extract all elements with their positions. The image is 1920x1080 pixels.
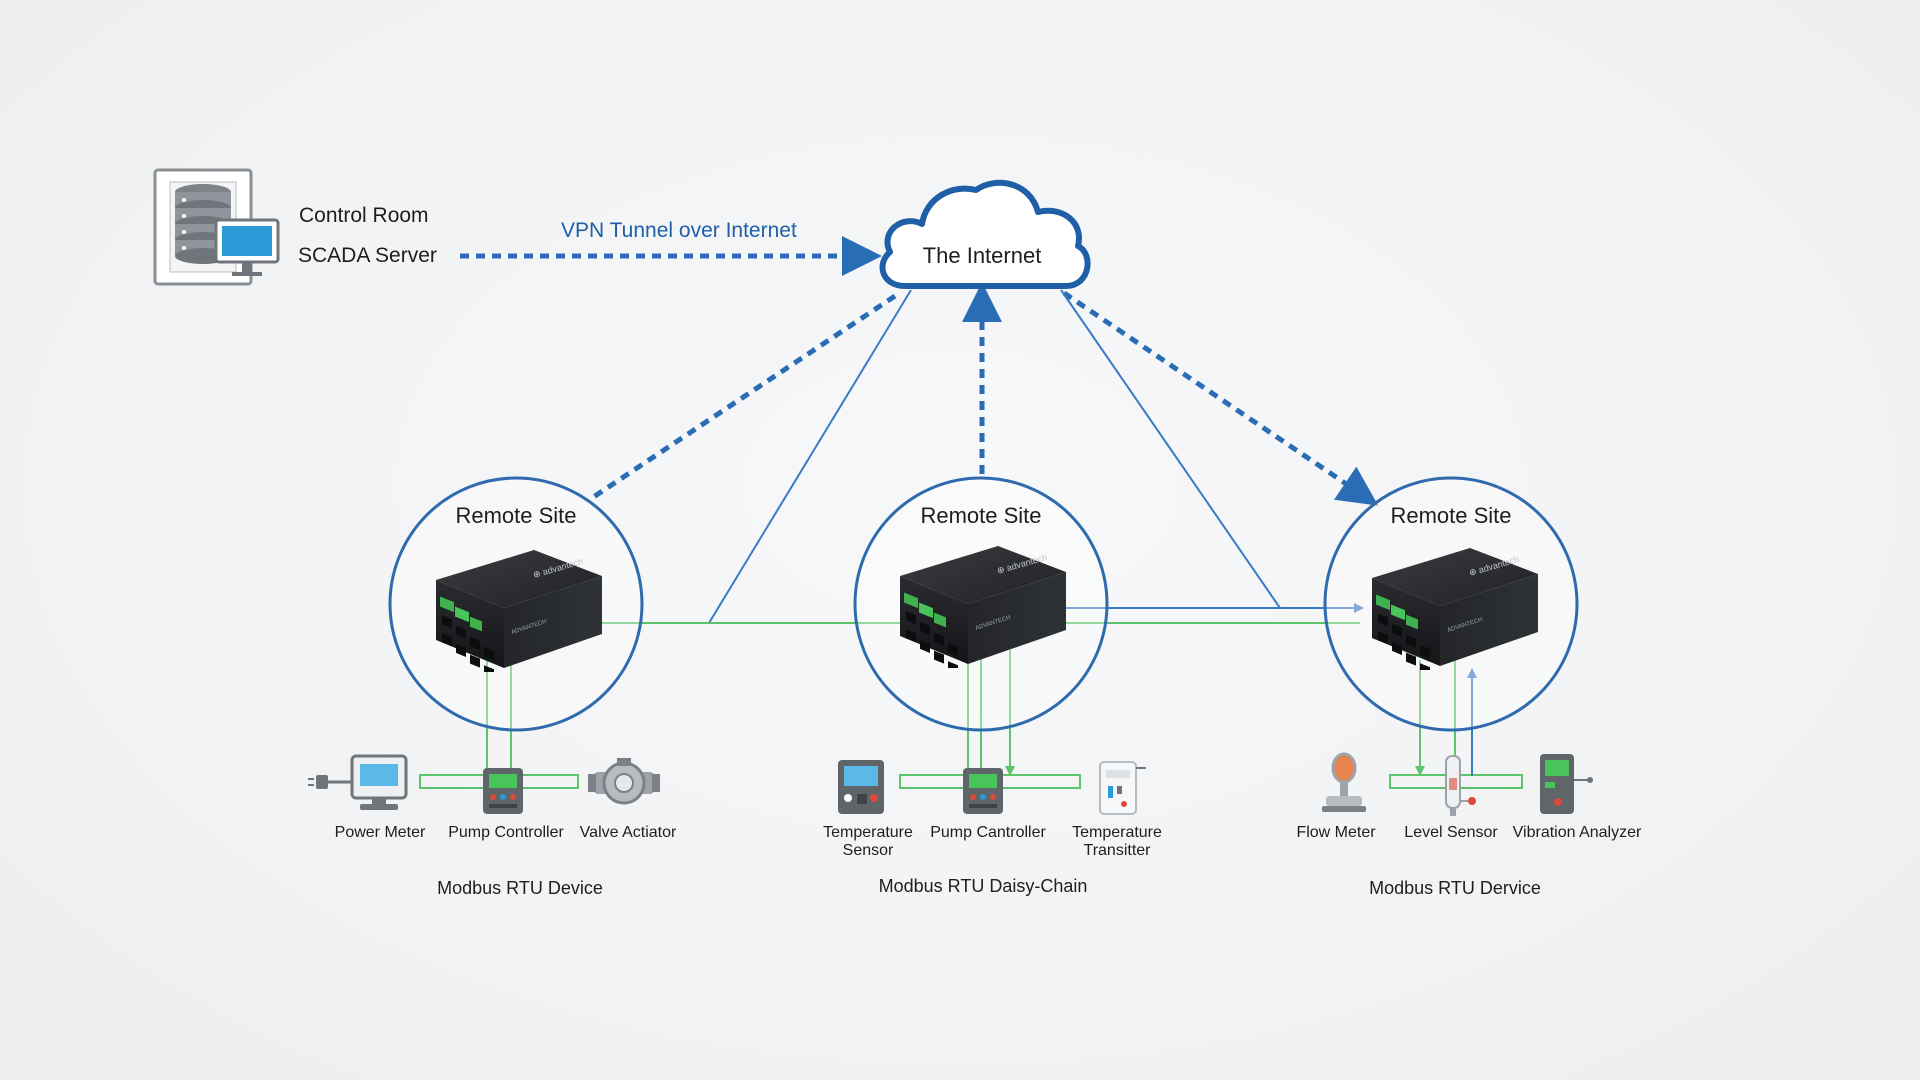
device-label: Temperature Transitter (1072, 824, 1162, 859)
remote-site-title: Remote Site (455, 503, 577, 528)
device-label: Pump Controller (448, 824, 564, 841)
remote-site-title: Remote Site (920, 503, 1042, 528)
power-meter-icon (308, 754, 408, 810)
internet-to-site-links (590, 282, 1379, 624)
device-label: Flow Meter (1296, 824, 1376, 841)
modbus-group-label: Modbus RTU Device (437, 878, 603, 898)
pump-controller-icon (483, 768, 523, 814)
vibration-analyzer-icon (1540, 754, 1593, 814)
control-room-title: Control Room (299, 204, 429, 227)
internet-label: The Internet (922, 243, 1042, 268)
device-label: Valve Actiator (579, 824, 677, 841)
vpn-tunnel-label: VPN Tunnel over Internet (561, 219, 797, 242)
server-rack-with-monitor-icon (153, 168, 280, 286)
device-label: Power Meter (334, 824, 426, 841)
device-label: Temperature Sensor (823, 824, 913, 859)
level-sensor-icon (1445, 755, 1476, 816)
device-label: Pump Cantroller (930, 824, 1046, 841)
flow-meter-icon (1322, 752, 1366, 812)
modbus-group-label: Modbus RTU Dervice (1369, 878, 1541, 898)
remote-site-title: Remote Site (1390, 503, 1512, 528)
temperature-sensor-icon (838, 760, 884, 814)
temperature-transmitter-icon (1099, 761, 1146, 815)
device-label: Level Sensor (1404, 824, 1498, 841)
pump-controller-icon (963, 768, 1003, 814)
cloud-icon (879, 179, 1091, 289)
device-label: Vibration Analyzer (1512, 824, 1642, 841)
modbus-group-label: Modbus RTU Daisy-Chain (878, 876, 1088, 896)
valve-actuator-icon (588, 758, 660, 805)
scada-server-label: SCADA Server (298, 244, 437, 267)
